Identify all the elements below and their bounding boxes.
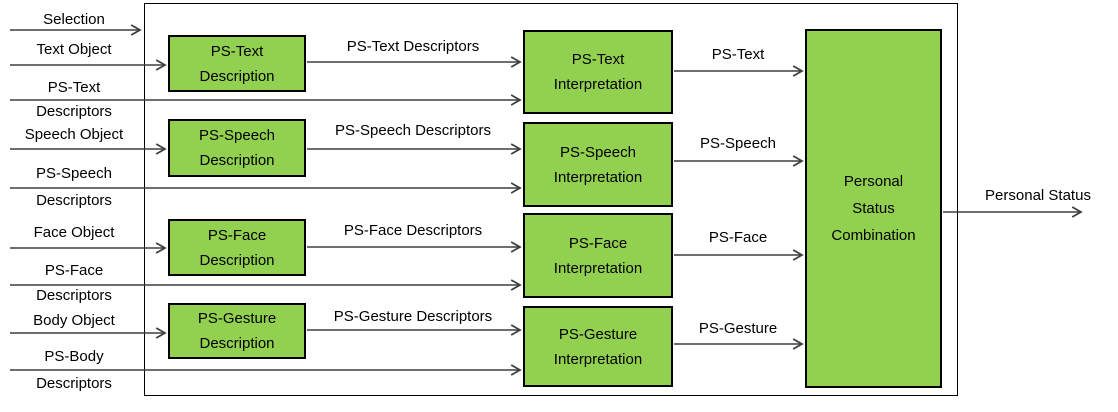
arrow-label-ps-face-descriptors: PS-Face Descriptors xyxy=(343,222,483,239)
input-label-ps-body: PS-Body xyxy=(44,348,104,365)
box-label: PS-Speech xyxy=(560,143,636,161)
arrow-label-ps-speech-descriptors: PS-Speech Descriptors xyxy=(335,122,491,139)
input-label-ps-face-descriptors: Descriptors xyxy=(36,287,112,304)
box-label: PS-Gesture xyxy=(558,325,638,343)
box-label: PS-Text xyxy=(210,42,264,60)
box-ps-gesture-interpretation: PS-Gesture Interpretation xyxy=(523,306,673,387)
box-label: PS-Face xyxy=(568,234,628,252)
box-label: Interpretation xyxy=(553,168,643,186)
arrow-label-ps-speech: PS-Speech xyxy=(700,135,776,152)
box-ps-face-interpretation: PS-Face Interpretation xyxy=(523,213,673,298)
box-label: Personal xyxy=(843,173,904,190)
input-label-body-object: Body Object xyxy=(33,312,115,329)
input-label-ps-face: PS-Face xyxy=(44,262,104,279)
input-label-ps-speech-descriptors: Descriptors xyxy=(36,192,112,209)
box-ps-text-interpretation: PS-Text Interpretation xyxy=(523,30,673,114)
arrow-label-ps-text-descriptors: PS-Text Descriptors xyxy=(346,38,480,55)
box-label: Combination xyxy=(831,227,916,244)
box-ps-gesture-description: PS-Gesture Description xyxy=(168,303,306,359)
input-label-face-object: Face Object xyxy=(33,224,115,241)
box-label: Interpretation xyxy=(553,259,643,277)
box-label: Description xyxy=(199,152,275,169)
box-label: Interpretation xyxy=(553,350,643,368)
box-label: Description xyxy=(199,67,275,85)
box-ps-speech-interpretation: PS-Speech Interpretation xyxy=(523,122,673,207)
input-label-ps-text: PS-Text xyxy=(47,79,101,96)
arrow-label-ps-face: PS-Face xyxy=(708,229,768,246)
box-label: Interpretation xyxy=(553,76,643,93)
arrow-label-ps-gesture-descriptors: PS-Gesture Descriptors xyxy=(333,308,493,325)
box-label: PS-Gesture xyxy=(197,310,277,327)
pipeline-frame xyxy=(144,3,958,396)
input-label-ps-body-descriptors: Descriptors xyxy=(36,375,112,392)
arrow-label-ps-gesture: PS-Gesture xyxy=(698,320,778,337)
input-label-ps-text-descriptors: Descriptors xyxy=(36,103,112,120)
input-label-ps-speech: PS-Speech xyxy=(36,165,112,182)
box-label: PS-Text xyxy=(571,51,625,68)
output-label-personal-status: Personal Status xyxy=(985,187,1091,204)
box-label: Description xyxy=(199,335,275,352)
box-label: Status xyxy=(852,200,895,217)
arrow-label-ps-text: PS-Text xyxy=(711,46,765,63)
box-label: PS-Face xyxy=(207,226,267,244)
box-personal-status-combination: Personal Status Combination xyxy=(805,29,942,388)
input-label-speech-object: Speech Object xyxy=(24,126,124,143)
box-label: Description xyxy=(199,251,275,269)
box-ps-text-description: PS-Text Description xyxy=(168,35,306,92)
box-label: PS-Speech xyxy=(199,127,275,144)
input-label-selection: Selection xyxy=(43,11,105,28)
box-ps-speech-description: PS-Speech Description xyxy=(168,119,306,177)
input-label-text-object: Text Object xyxy=(36,41,112,58)
box-ps-face-description: PS-Face Description xyxy=(168,219,306,276)
